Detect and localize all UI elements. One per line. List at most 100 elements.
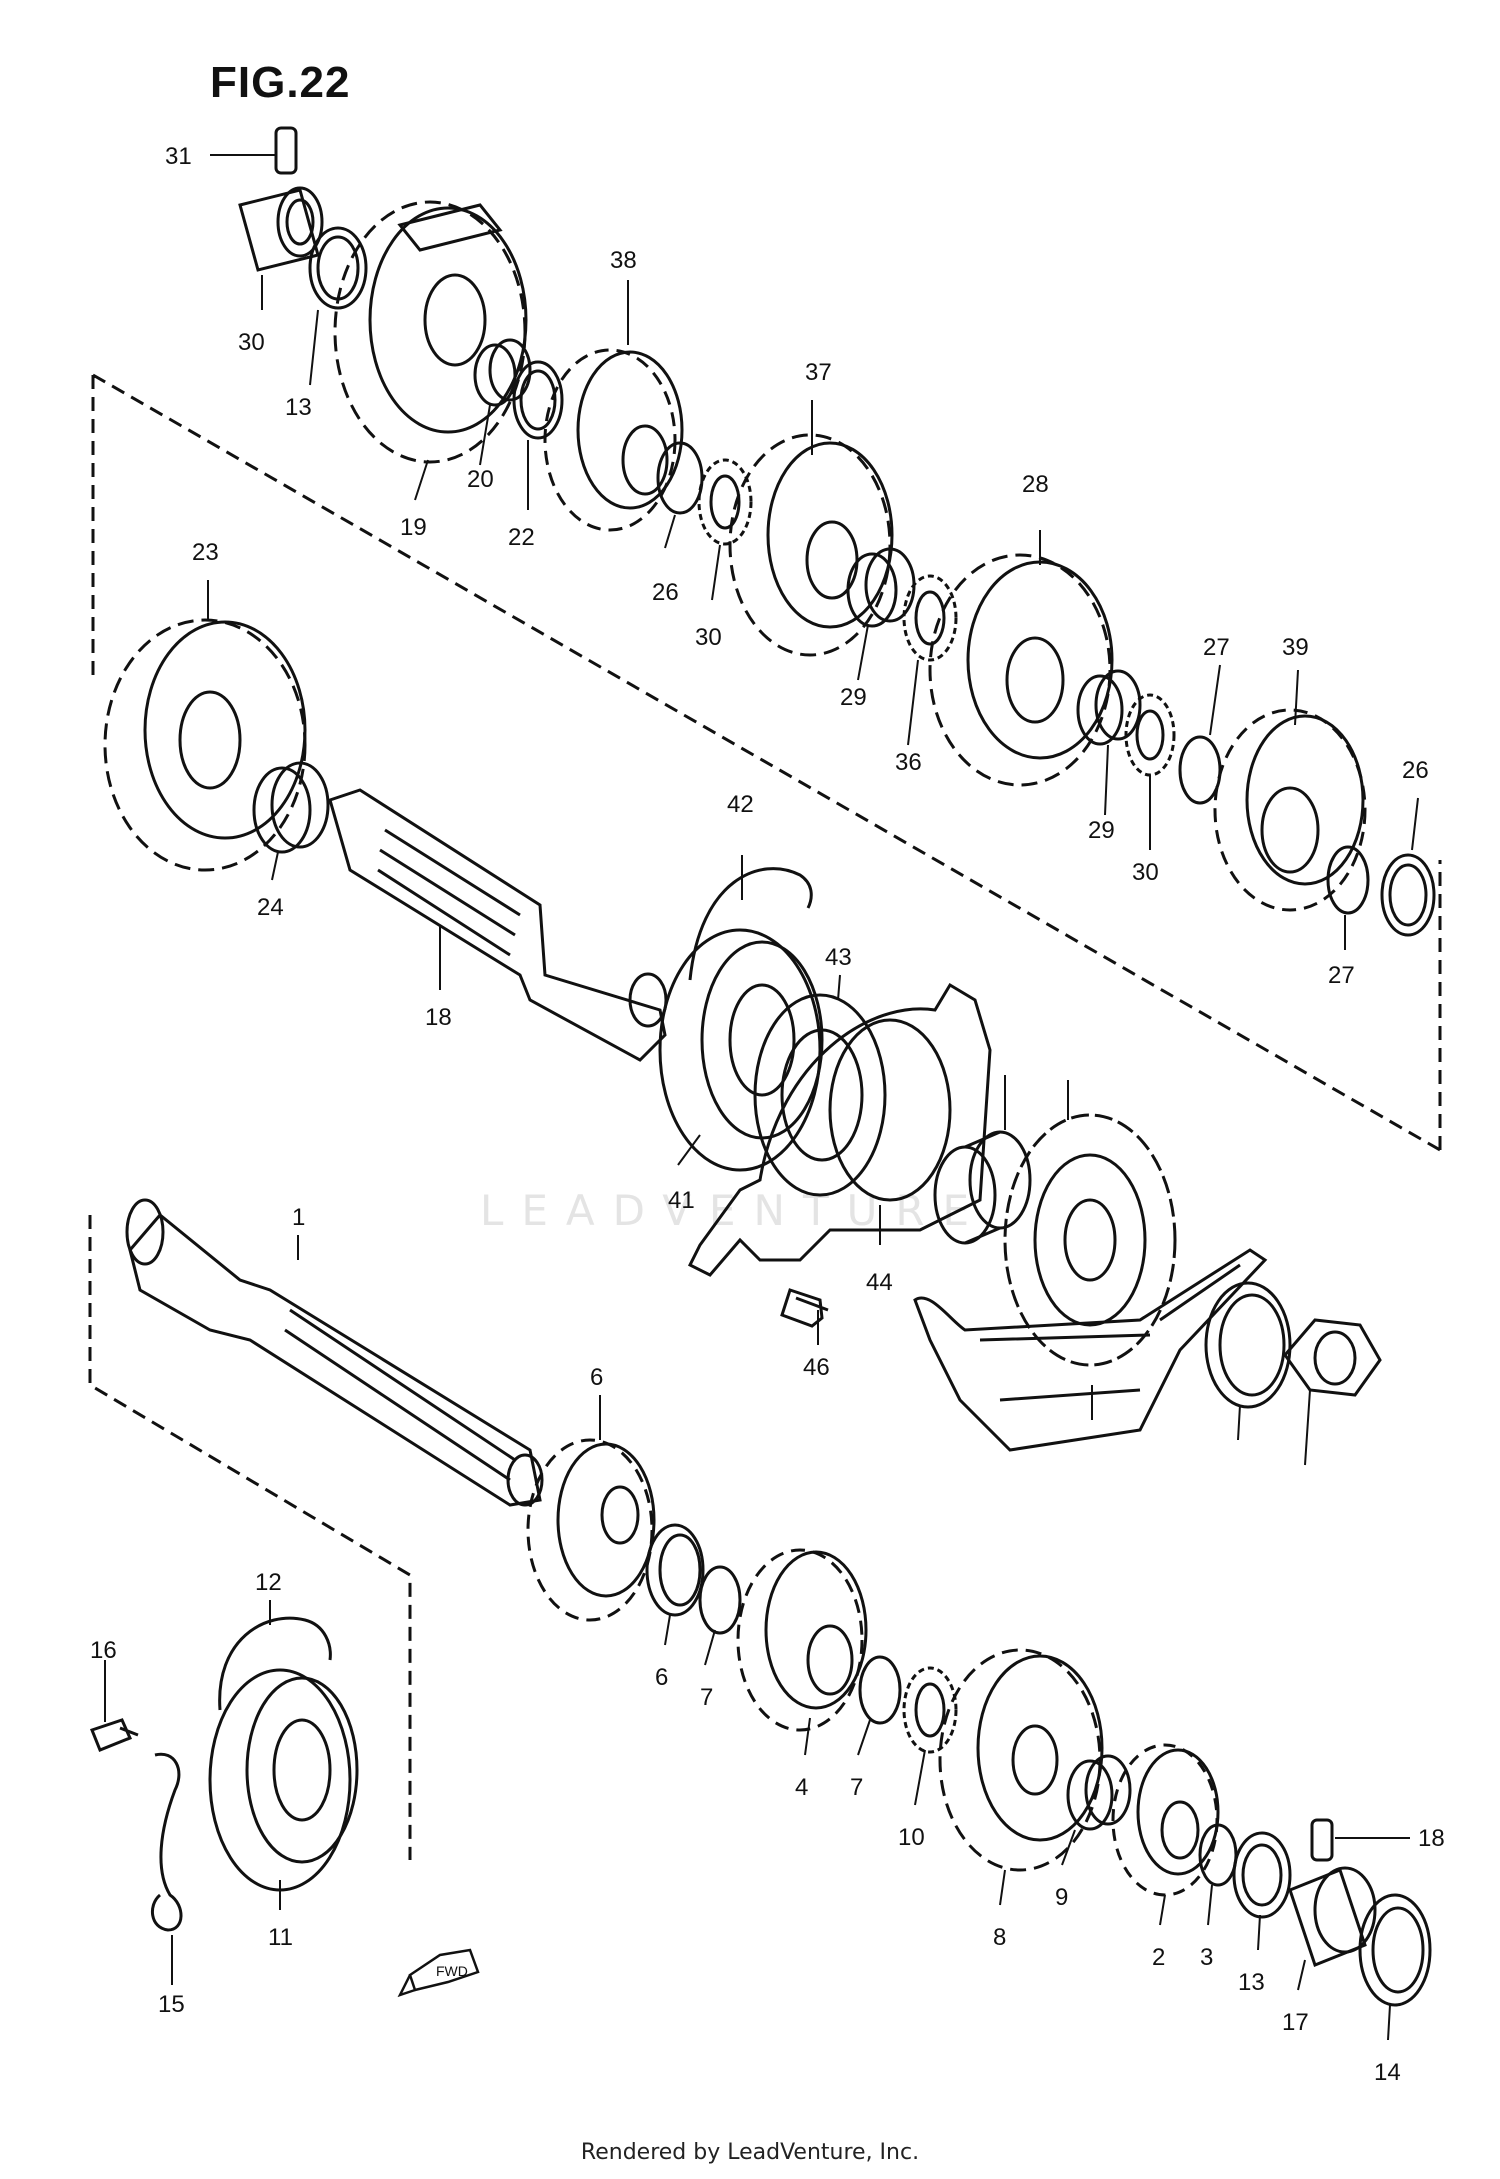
callout-32: 37 [805,359,832,386]
bushing-icon [1076,669,1142,746]
fwd-label: FWD [436,1963,468,1979]
washer-icon [902,1666,958,1754]
callout-1: 1 [292,1204,305,1231]
callout-2: 2 [1152,1944,1165,1971]
nut-icon [1283,1318,1382,1397]
footer-credit: Rendered by LeadVenture, Inc. [580,2140,920,2165]
circlip-icon [656,441,704,515]
callout-19: 18 [425,1004,452,1031]
callout-29b: 29 [1088,817,1115,844]
callout-23: 22 [508,524,535,551]
callout-16: 16 [90,1637,117,1664]
shaft-icon [125,1198,544,1507]
circlip-icon [1178,735,1222,805]
callout-4: 4 [795,1774,808,1801]
spacer-icon [933,1130,1032,1245]
callout-7b: 7 [850,1774,863,1801]
shaft-icon [328,788,668,1062]
gear-icon [333,200,528,464]
gear-icon [543,348,684,532]
callout-35: 30 [238,329,265,356]
sprocket-icon [1003,1113,1177,1367]
gear-icon [526,1438,656,1622]
screw-icon [90,1718,139,1752]
seal-icon [753,993,887,1197]
washer-icon [645,1523,705,1617]
upper-assembly-frame [91,373,1442,1152]
callout-40: 44 [866,1269,893,1296]
circlip-icon [1326,845,1370,915]
callout-33: 38 [610,247,637,274]
callout-22: 13 [285,394,312,421]
callout-27a: 26 [652,579,679,606]
c-ring-icon [688,867,813,981]
bolt-icon [780,1288,829,1328]
callout-25: 24 [257,894,284,921]
washer-icon [902,574,958,662]
callout-39: 43 [825,944,852,971]
gear-icon [1213,708,1367,912]
callout-21: 20 [467,466,494,493]
bearing-icon [658,928,824,1172]
callout-18: 18 [1418,1825,1445,1852]
bearing-icon [238,186,324,272]
circlip-icon [698,1565,742,1635]
callout-36: 31 [165,143,192,170]
callout-12: 12 [255,1569,282,1596]
callout-20: 19 [400,514,427,541]
pin-icon [274,126,298,175]
cap-icon [1358,1893,1432,2007]
gear-icon [938,1648,1104,1872]
callout-30a: 30 [695,624,722,651]
plate-icon [687,982,992,1277]
callout-8: 8 [993,1924,1006,1951]
gear-icon [728,433,894,657]
chain-icon [913,1248,1268,1452]
callout-10: 10 [898,1824,925,1851]
gear-icon [928,553,1114,787]
callout-34: 39 [1282,634,1309,661]
callout-29a: 29 [840,684,867,711]
callout-11: 11 [268,1924,293,1951]
washer-icon [1124,693,1176,777]
callout-41: 46 [803,1354,830,1381]
callout-labels: 31 30 13 19 20 22 38 26 30 37 29 36 28 2… [90,143,1445,2086]
callout-17: 17 [1282,2009,1309,2036]
callout-14: 14 [1374,2059,1401,2086]
callout-30b: 30 [1132,859,1159,886]
callout-37: 41 [668,1187,695,1214]
callout-28: 28 [1022,471,1049,498]
washer-icon [1204,1281,1292,1409]
lower-assembly-frame [88,1215,412,1860]
bushing-icon [252,761,330,854]
pin-icon [1310,1818,1334,1862]
callout-27c: 27 [1328,962,1355,989]
bushing-icon [1066,1754,1132,1831]
bearing-icon [208,1668,359,1892]
washer-icon [697,458,753,546]
bearing-icon [1288,1866,1377,1967]
gear-icon [736,1548,868,1732]
leader-lines [104,154,1419,2041]
callout-15: 15 [158,1991,185,2018]
bushing-icon [473,338,532,407]
callout-6: 6 [655,1664,668,1691]
washer-icon [1232,1831,1292,1919]
callout-3: 3 [1200,1944,1213,1971]
retainer-icon [151,1752,183,1932]
figure-title: FIG.22 [210,58,351,107]
forward-arrow-icon [397,1948,480,1998]
circlip-icon [858,1655,902,1725]
washer-icon [1380,853,1436,937]
callout-9: 9 [1055,1884,1068,1911]
washer-icon [512,360,564,440]
callout-26: 26 [1402,757,1429,784]
callout-27b: 27 [1203,634,1230,661]
callout-7a: 7 [700,1684,713,1711]
c-ring-icon [218,1616,332,1711]
callout-24: 23 [192,539,219,566]
callout-13: 13 [1238,1969,1265,1996]
callout-31: 36 [895,749,922,776]
gear-icon [103,618,307,872]
